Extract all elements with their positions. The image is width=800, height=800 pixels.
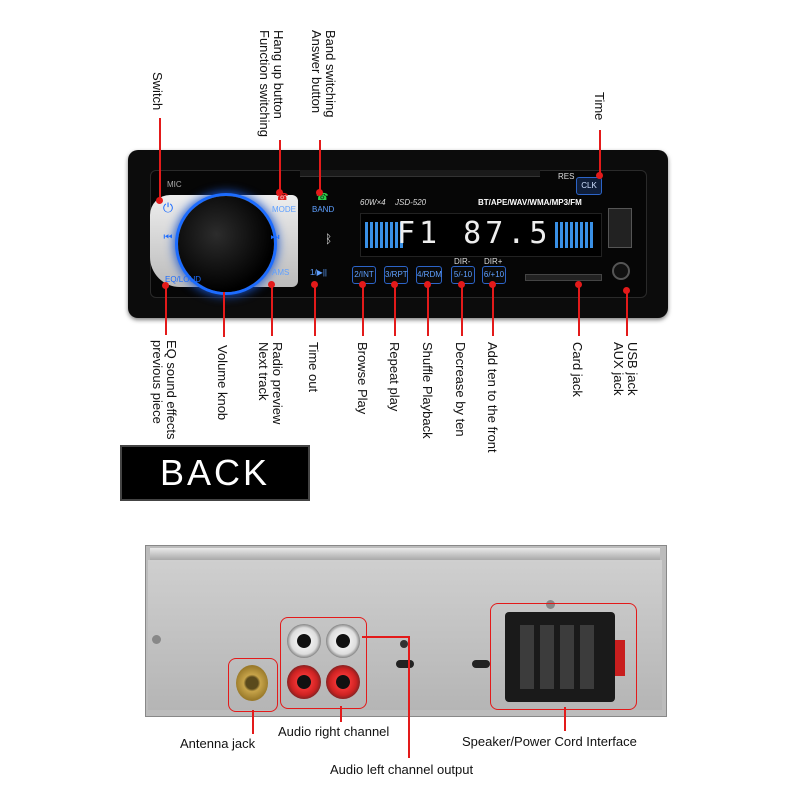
rear-slot — [472, 660, 490, 668]
prev-button[interactable]: ⏮ — [163, 232, 173, 243]
eq-loud-button[interactable]: EQ/LOUD — [165, 275, 202, 284]
callout-add — [492, 284, 494, 336]
answer-icon: ☎ — [316, 192, 329, 203]
hangup-icon: ☎ — [276, 192, 289, 203]
callout-shuffle — [427, 284, 429, 336]
mode-button[interactable]: MODE — [272, 205, 296, 214]
rca-right-top — [287, 624, 321, 658]
band-button[interactable]: BAND — [312, 205, 335, 214]
aux-port[interactable] — [612, 262, 630, 280]
callout-card — [578, 284, 580, 336]
label-band: Band switching Answer button — [309, 30, 338, 118]
label-radio: Radio preview Next track — [256, 342, 285, 425]
rear-top-strip — [150, 548, 660, 560]
callout-decrease — [461, 284, 463, 336]
label-browse: Browse Play — [355, 342, 370, 415]
callout-dot — [276, 189, 283, 196]
volume-knob[interactable] — [178, 196, 274, 292]
callout-volume — [223, 292, 225, 337]
callout-dot — [391, 281, 398, 288]
bluetooth-icon: ᛒ — [325, 232, 333, 246]
power-rating: 60W×4 — [360, 198, 386, 207]
label-volume: Volume knob — [215, 345, 230, 421]
callout-time — [599, 130, 601, 175]
callout-hangup — [279, 140, 281, 192]
ams-button[interactable]: AMS — [272, 268, 290, 277]
card-slot[interactable] — [525, 274, 602, 281]
label-time: Time — [592, 92, 607, 121]
play-pause-button[interactable]: 1/▶|| — [310, 268, 327, 277]
callout-band — [319, 140, 321, 192]
callout-usb — [626, 290, 628, 336]
callout-audio-left-h — [362, 636, 408, 638]
label-audio-right: Audio right channel — [278, 724, 390, 739]
callout-dot — [623, 287, 630, 294]
callout-repeat — [394, 284, 396, 336]
preset-5-minus10[interactable]: 5/-10 — [451, 266, 475, 284]
usb-port[interactable] — [608, 208, 632, 248]
rear-slot — [396, 660, 414, 668]
callout-dot — [424, 281, 431, 288]
rca-highlight — [280, 617, 367, 709]
eq-bars-right — [555, 222, 593, 248]
label-decrease: Decrease by ten — [453, 342, 468, 437]
callout-dot — [458, 281, 465, 288]
rear-screw — [546, 600, 555, 609]
label-audio-left: Audio left channel output — [330, 762, 474, 777]
callout-switch — [159, 118, 161, 200]
callout-dot — [311, 281, 318, 288]
callout-dot — [359, 281, 366, 288]
rca-left-bottom — [326, 665, 360, 699]
label-speaker: Speaker/Power Cord Interface — [462, 734, 637, 749]
callout-audio-right — [340, 706, 342, 722]
connector-red-tab — [615, 640, 625, 676]
callout-dot — [489, 281, 496, 288]
callout-dot — [268, 281, 275, 288]
callout-dot — [156, 197, 163, 204]
res-button[interactable]: RES — [558, 172, 575, 181]
callout-dot — [596, 172, 603, 179]
dir-plus-label: DIR+ — [484, 257, 503, 266]
cd-slot — [300, 170, 540, 177]
label-shuffle: Shuffle Playback — [420, 342, 435, 439]
callout-eq — [165, 285, 167, 335]
label-eq: EQ sound effects previous piece — [150, 340, 179, 440]
callout-antenna — [252, 710, 254, 734]
callout-timeout — [314, 284, 316, 336]
callout-speaker — [564, 707, 566, 731]
callout-browse — [362, 284, 364, 336]
antenna-jack — [236, 665, 268, 701]
label-hang-up: Hang up button Function switching — [257, 30, 286, 137]
label-antenna: Antenna jack — [180, 736, 256, 751]
next-button[interactable]: ⏭ — [270, 232, 280, 243]
connector-highlight — [490, 603, 637, 710]
callout-dot — [162, 282, 169, 289]
rear-screw — [152, 635, 161, 644]
label-time-out: Time out — [306, 342, 321, 393]
label-switch: Switch — [150, 72, 165, 111]
clk-button[interactable]: CLK — [576, 177, 602, 195]
display-readout: F1 87.5 — [397, 216, 552, 251]
label-add: Add ten to the front — [485, 342, 500, 453]
label-usb: USB jack AUX jack — [611, 342, 640, 396]
dir-minus-label: DIR- — [454, 257, 471, 266]
rca-right-bottom — [287, 665, 321, 699]
rca-left-top — [326, 624, 360, 658]
label-card: Card jack — [570, 342, 585, 397]
power-button[interactable]: ⏻ — [162, 200, 174, 215]
callout-radio — [271, 284, 273, 336]
callout-dot — [316, 189, 323, 196]
eq-bars-left — [365, 222, 403, 248]
callout-audio-left-v — [408, 636, 410, 758]
back-banner: BACK — [120, 445, 310, 501]
label-repeat: Repeat play — [387, 342, 402, 412]
rear-screw — [400, 640, 408, 648]
callout-dot — [575, 281, 582, 288]
model-name: JSD-520 — [395, 198, 427, 207]
mic-label: MIC — [167, 180, 182, 189]
connector-pins — [520, 625, 600, 689]
formats-label: BT/APE/WAV/WMA/MP3/FM — [478, 198, 582, 207]
